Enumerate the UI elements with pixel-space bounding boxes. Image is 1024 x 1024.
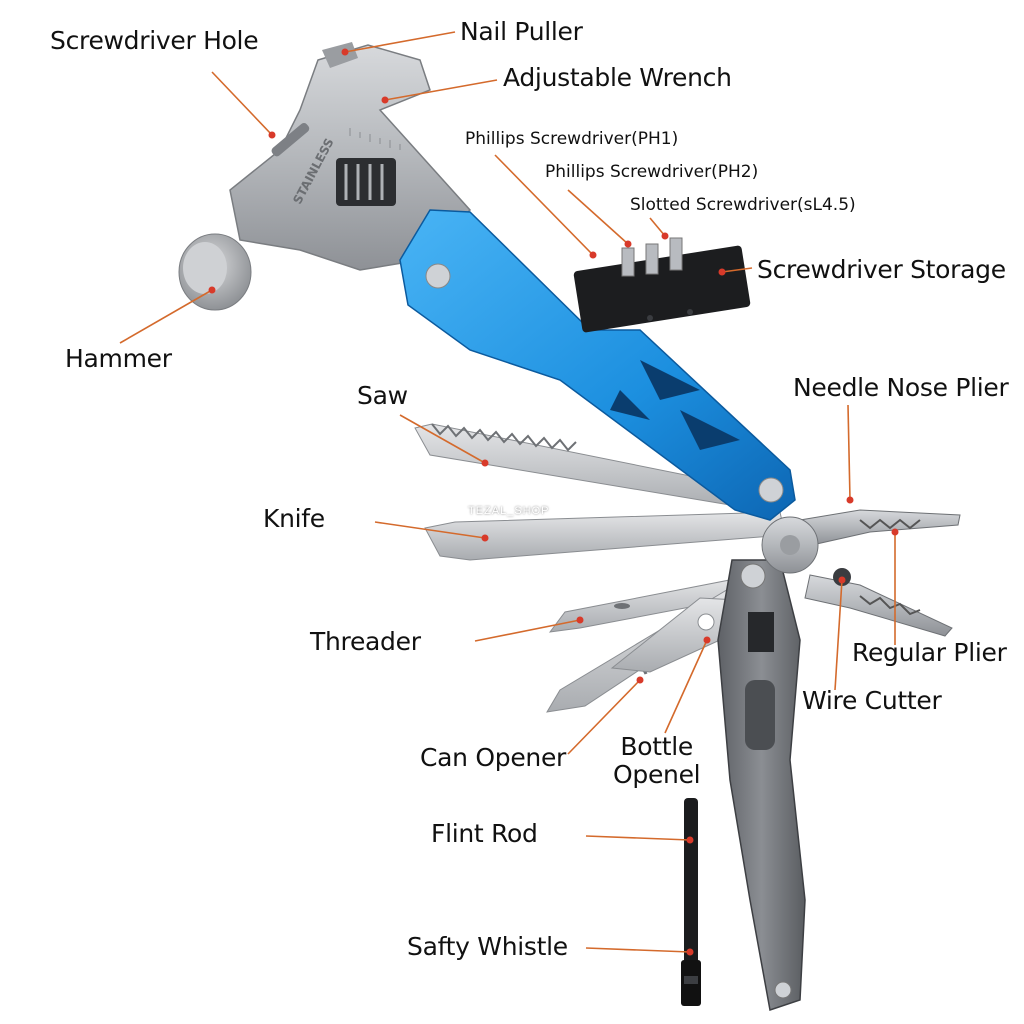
label-saw: Saw bbox=[357, 381, 408, 410]
pliers-jaws bbox=[799, 509, 961, 637]
label-adjustable-wrench: Adjustable Wrench bbox=[503, 63, 732, 92]
label-phillips-ph2: Phillips Screwdriver(PH2) bbox=[545, 162, 759, 182]
label-flint-rod: Flint Rod bbox=[431, 819, 538, 848]
hammer-face bbox=[178, 233, 252, 311]
label-hammer: Hammer bbox=[65, 344, 172, 373]
label-can-opener: Can Opener bbox=[420, 743, 566, 772]
blue-handle bbox=[399, 209, 796, 521]
grey-handle bbox=[717, 559, 806, 1011]
leader-lines bbox=[119, 31, 896, 953]
flint-rod bbox=[681, 798, 701, 1006]
label-needle-nose-plier: Needle Nose Plier bbox=[793, 373, 1009, 402]
label-slotted-screwdriver: Slotted Screwdriver(sL4.5) bbox=[630, 195, 856, 215]
label-safety-whistle: Safty Whistle bbox=[407, 932, 568, 961]
label-threader: Threader bbox=[310, 627, 421, 656]
label-knife: Knife bbox=[263, 504, 325, 533]
watermark: TEZAL_SHOP bbox=[468, 505, 550, 517]
label-nail-puller: Nail Puller bbox=[460, 17, 583, 46]
hammer-head: STAINLESS bbox=[229, 42, 472, 271]
label-wire-cutter: Wire Cutter bbox=[802, 686, 942, 715]
label-screwdriver-storage: Screwdriver Storage bbox=[757, 255, 1006, 284]
knife-blade bbox=[424, 511, 786, 561]
screwdriver-bits bbox=[621, 237, 683, 277]
label-phillips-ph1: Phillips Screwdriver(PH1) bbox=[465, 129, 679, 149]
label-bottle-opener: Bottle Openel bbox=[613, 732, 701, 789]
pivot bbox=[761, 516, 819, 574]
label-screwdriver-hole: Screwdriver Hole bbox=[50, 26, 259, 55]
screwdriver-storage bbox=[573, 245, 751, 333]
label-regular-plier: Regular Plier bbox=[852, 638, 1007, 667]
leader-dots bbox=[208, 48, 899, 956]
